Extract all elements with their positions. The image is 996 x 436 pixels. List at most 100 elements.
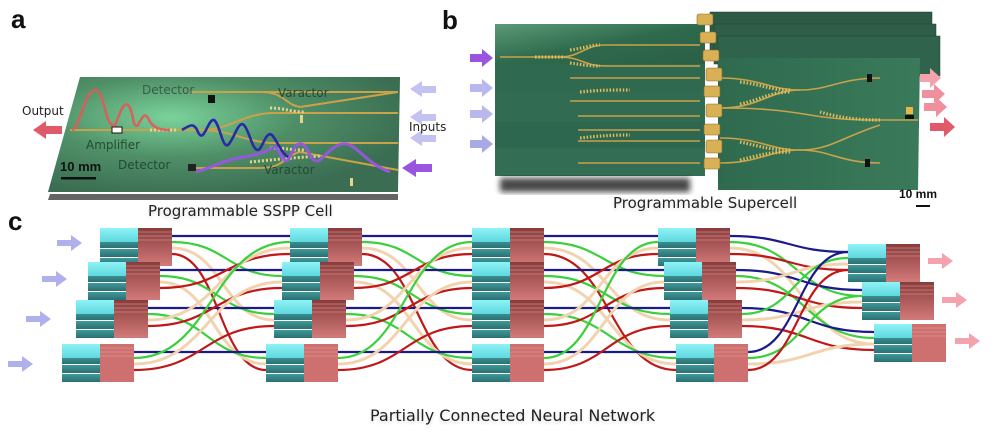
- cell-weight-block: [312, 300, 346, 338]
- label-amplifier: Amplifier: [86, 138, 141, 152]
- output-waveform: [71, 88, 171, 132]
- output-arrow: [920, 68, 941, 88]
- sspp-cell: [472, 262, 544, 300]
- input-arrows-a: [402, 81, 436, 177]
- connection-line: [543, 246, 671, 322]
- cell-weight-block: [320, 262, 354, 300]
- connection-line: [337, 324, 473, 372]
- input-waveform-blue: [181, 118, 291, 160]
- cell-top: [472, 262, 510, 276]
- connection-line: [741, 324, 875, 352]
- sspp-cell: [100, 228, 172, 266]
- cell-top: [266, 344, 304, 358]
- cell-weight-block: [886, 244, 920, 282]
- input-arrow: [410, 81, 436, 97]
- connection-line: [543, 240, 665, 278]
- panel-a-letter: a: [11, 4, 26, 34]
- input-arrow: [410, 109, 436, 125]
- connection-line: [345, 286, 473, 328]
- panel-b-letter: b: [442, 5, 458, 35]
- scale-label-b: 10 mm: [899, 187, 938, 201]
- cell-weight-block: [510, 300, 544, 338]
- label-output: Output: [22, 104, 64, 118]
- connection-line: [353, 274, 473, 316]
- connection-line: [729, 240, 863, 298]
- cell-weight-block: [510, 228, 544, 266]
- connection-line: [361, 246, 473, 322]
- input-arrow-active: [470, 49, 493, 67]
- cell-top: [274, 300, 312, 314]
- cell-weight-block: [126, 262, 160, 300]
- label-detector-top: Detector: [142, 83, 195, 97]
- sspp-cell: [472, 228, 544, 266]
- connection-line: [735, 262, 849, 284]
- input-boards-stack: [495, 24, 705, 192]
- connection-line: [361, 252, 473, 372]
- detector-chip-b-top: [867, 74, 872, 82]
- caption-panel-a: Programmable SSPP Cell: [148, 202, 333, 220]
- input-arrow-active: [402, 159, 432, 177]
- output-arrow: [942, 292, 967, 308]
- cell-weight-block: [696, 228, 730, 266]
- cell-top: [862, 282, 900, 296]
- network-connections: [133, 234, 875, 372]
- connection-line: [543, 252, 677, 372]
- scale-bar-b: [916, 205, 930, 207]
- sspp-cell: [282, 262, 354, 300]
- network-cells: [62, 228, 946, 382]
- cell-weight-block: [100, 344, 134, 382]
- panel-c-letter: c: [8, 206, 23, 236]
- cell-weight-block: [138, 228, 172, 266]
- connection-line: [747, 268, 849, 372]
- input-waveform-purple: [195, 142, 391, 174]
- connection-line: [159, 274, 275, 316]
- cell-top: [874, 324, 912, 338]
- connection-line: [543, 240, 659, 360]
- scale-bar-a: [61, 177, 96, 180]
- cell-weight-block: [304, 344, 338, 382]
- connection-line: [353, 252, 473, 290]
- input-arrow: [26, 311, 51, 327]
- connection-line: [543, 280, 665, 366]
- sspp-cell: [472, 300, 544, 338]
- varactor-pin-top: [300, 115, 303, 123]
- connection-line: [543, 246, 659, 322]
- connection-line: [147, 246, 291, 322]
- amplifier-chip-b: [906, 107, 913, 114]
- input-arrow: [8, 356, 33, 372]
- label-varactor-bottom: Varactor: [264, 163, 315, 177]
- output-arrow: [955, 333, 980, 349]
- amplifier-chip: [111, 126, 123, 134]
- varactor-pin-bottom: [350, 178, 353, 186]
- sspp-cell: [862, 282, 934, 320]
- connection-line: [729, 234, 849, 254]
- connection-line: [133, 324, 275, 372]
- cell-weight-block: [328, 228, 362, 266]
- cell-top: [848, 244, 886, 258]
- sspp-cell: [848, 244, 920, 282]
- detector-chip-bottom: [188, 164, 196, 171]
- sspp-cell: [664, 262, 736, 300]
- sspp-cell: [290, 228, 362, 266]
- sspp-cell: [658, 228, 730, 266]
- label-inputs: Inputs: [409, 120, 447, 134]
- output-arrow-a: [33, 121, 62, 139]
- cell-weight-block: [708, 300, 742, 338]
- connection-line: [729, 252, 849, 272]
- label-detector-bottom: Detector: [118, 158, 171, 172]
- output-arrow: [930, 117, 955, 137]
- output-arrow: [922, 84, 945, 104]
- cell-top: [290, 228, 328, 242]
- output-arrows-b: [920, 68, 955, 137]
- connection-line: [741, 306, 875, 334]
- connection-line: [543, 324, 671, 372]
- detector-chip-b-bottom: [865, 159, 870, 167]
- output-arrow: [924, 97, 947, 117]
- input-arrow: [470, 135, 493, 153]
- input-arrows-b: [470, 49, 493, 153]
- connection-line: [147, 312, 267, 360]
- cell-top: [676, 344, 714, 358]
- cell-weight-block: [714, 344, 748, 382]
- cell-top: [664, 262, 702, 276]
- cell-top: [670, 300, 708, 314]
